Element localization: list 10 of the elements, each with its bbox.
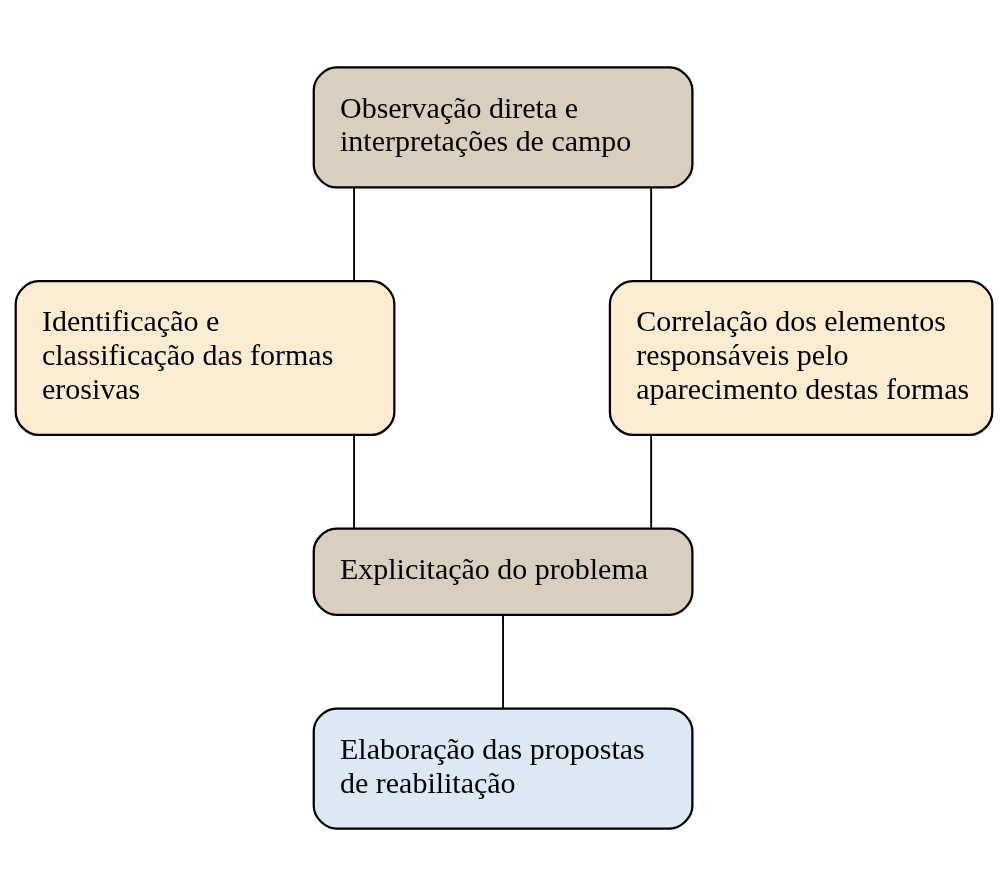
connector bbox=[650, 187, 653, 282]
connector bbox=[502, 613, 504, 710]
node-box: Correlação dos elementos responsáveis pelo aparecimento destas formas bbox=[608, 280, 994, 436]
connector bbox=[353, 187, 355, 282]
node-box: Identificação e classificação das formas erosivas bbox=[14, 280, 396, 436]
node-box: Elaboração das propostas de reabilitação bbox=[312, 707, 694, 830]
connector bbox=[650, 434, 653, 530]
connector bbox=[353, 434, 355, 530]
node-box: Observação direta e interpretações de campo bbox=[312, 66, 694, 189]
node-box: Explicitação do problema bbox=[312, 527, 694, 616]
